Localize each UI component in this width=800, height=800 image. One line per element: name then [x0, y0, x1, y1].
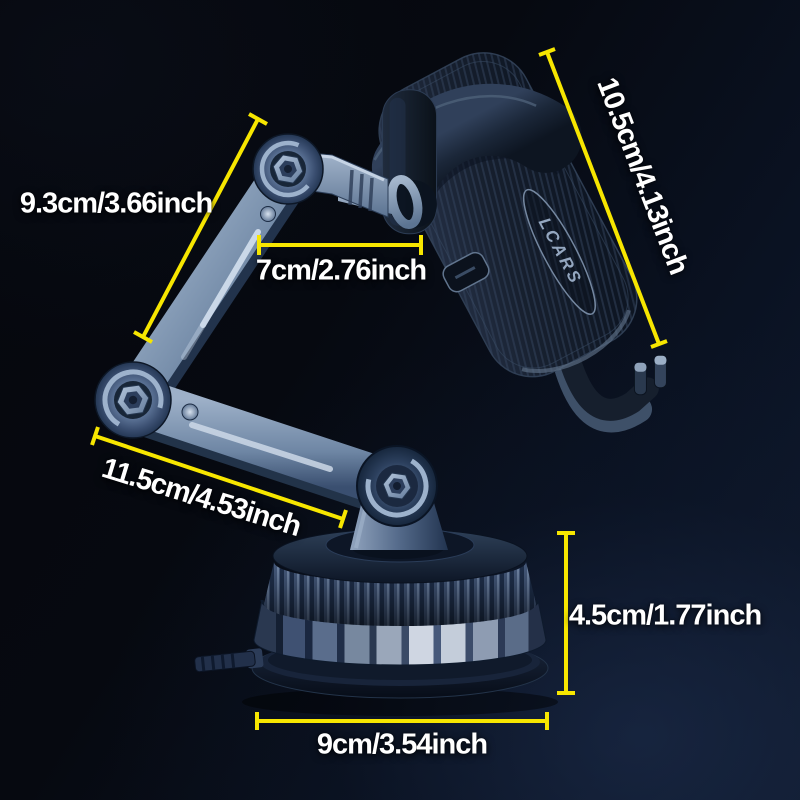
dimension-line-base-height	[557, 531, 575, 695]
knurled-collar	[264, 562, 536, 626]
dimension-label-forearm: 7cm/2.76inch	[255, 254, 427, 287]
top-elbow-joint	[252, 133, 324, 205]
dimension-line-forearm	[257, 235, 423, 255]
upper-arm	[113, 147, 313, 427]
dimension-label-base-width: 9cm/3.54inch	[316, 728, 488, 761]
suction-pull-tab	[194, 648, 264, 673]
pedestal-joint-cap	[356, 445, 438, 527]
dimension-label-upper-arm: 9.3cm/3.66inch	[19, 187, 213, 220]
arm-screw	[181, 403, 199, 421]
dimension-lines	[90, 47, 668, 730]
release-button	[442, 251, 490, 293]
arm-screw	[260, 206, 276, 222]
dimension-line-base-width	[255, 712, 549, 730]
dimension-label-base-height: 4.5cm/1.77inch	[568, 599, 762, 632]
dimension-line-holder-height	[538, 47, 668, 349]
lower-elbow-joint	[94, 361, 172, 439]
holder-head: LCARS	[371, 52, 667, 433]
dimension-line-upper-arm	[133, 112, 268, 344]
dimension-line-lower-arm	[90, 426, 348, 529]
base-shadow	[242, 688, 558, 716]
suction-base	[194, 445, 558, 716]
